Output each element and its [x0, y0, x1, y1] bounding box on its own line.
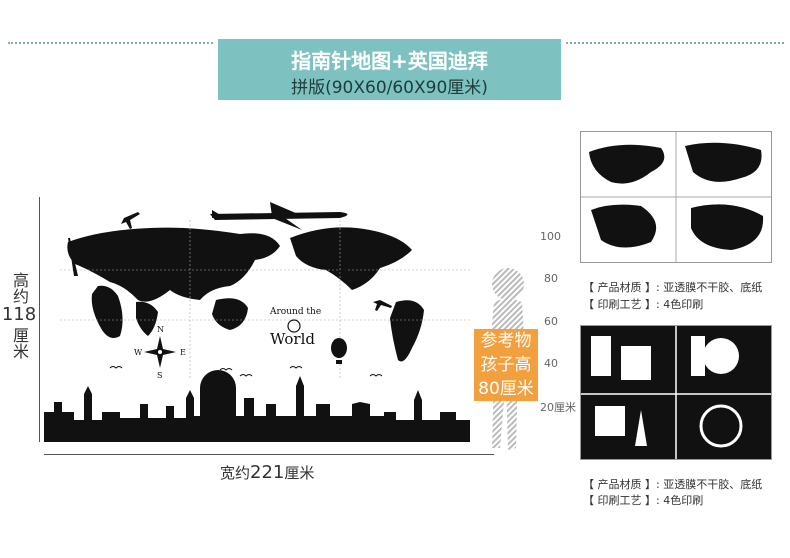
product1-material: 【 产品材质 】: 亚透膜不干胶、底纸	[583, 279, 762, 295]
world-map-artwork: N S E W Around the World	[44, 202, 470, 442]
reference-line-2: 孩子高	[480, 355, 532, 375]
reference-note: 参考物 孩子高 80厘米	[474, 329, 538, 401]
product2-process: 【 印刷工艺 】: 4色印刷	[583, 492, 703, 508]
reference-line-3: 80厘米	[478, 379, 534, 399]
height-value: 118	[1, 304, 37, 325]
compass-s: S	[157, 371, 162, 380]
height-label: 高约 118 厘米	[0, 272, 38, 359]
product1-process-label: 【 印刷工艺 】:	[583, 298, 664, 311]
map-panels-thumbnail	[580, 131, 772, 263]
map-panels-image	[581, 132, 771, 262]
banner-subtitle: 拼版(90X60/60X90厘米)	[291, 78, 488, 98]
product2-material-value: 亚透膜不干胶、底纸	[663, 478, 763, 491]
eiffel-tower-icon	[68, 238, 78, 276]
ruler-tick-40: 40	[544, 357, 558, 370]
width-bracket	[44, 454, 494, 455]
width-label: 宽约221厘米	[220, 462, 314, 483]
compass-e: E	[180, 348, 186, 357]
small-plane-icon	[121, 212, 140, 229]
globe-icon	[287, 319, 301, 333]
compass-w: W	[134, 348, 143, 357]
skyline-silhouette	[44, 370, 470, 442]
product2-process-value: 4色印刷	[663, 494, 704, 507]
statue-of-liberty-icon	[340, 250, 346, 276]
around-the-text: Around the	[269, 307, 321, 317]
product1-material-value: 亚透膜不干胶、底纸	[663, 281, 763, 294]
ruler-tick-100: 100	[540, 230, 561, 243]
banner-title: 指南针地图+英国迪拜	[291, 49, 488, 73]
compass-rose-icon	[144, 336, 176, 368]
product1-process-value: 4色印刷	[663, 298, 704, 311]
compass-n: N	[157, 325, 164, 334]
ruler-tick-20: 20厘米	[540, 401, 576, 414]
product1-process: 【 印刷工艺 】: 4色印刷	[583, 296, 703, 312]
product1-material-label: 【 产品材质 】:	[583, 281, 664, 294]
width-unit: 厘米	[284, 464, 315, 482]
airplane-icon	[210, 202, 348, 230]
title-banner: 指南针地图+英国迪拜 拼版(90X60/60X90厘米)	[218, 39, 561, 100]
skyline-panels-thumbnail	[580, 325, 772, 460]
skyline-panels-image	[581, 326, 771, 459]
ruler-tick-80: 80	[544, 272, 558, 285]
dotted-rule-right	[566, 42, 784, 44]
height-bracket	[39, 197, 40, 442]
reference-line-1: 参考物	[480, 331, 532, 351]
product2-material: 【 产品材质 】: 亚透膜不干胶、底纸	[583, 476, 762, 492]
world-text: World	[270, 330, 315, 348]
height-prefix: 高约	[10, 272, 29, 304]
height-unit: 厘米	[10, 326, 29, 359]
ruler-tick-60: 60	[544, 315, 558, 328]
small-plane-icon-2	[373, 300, 392, 311]
continents	[67, 227, 424, 362]
dotted-rule-left	[8, 42, 213, 44]
product2-material-label: 【 产品材质 】:	[583, 478, 664, 491]
width-prefix: 宽约	[220, 464, 251, 482]
product2-process-label: 【 印刷工艺 】:	[583, 494, 664, 507]
width-value: 221	[250, 462, 285, 483]
hot-air-balloon-icon	[331, 338, 347, 364]
birds-icon	[109, 366, 383, 377]
